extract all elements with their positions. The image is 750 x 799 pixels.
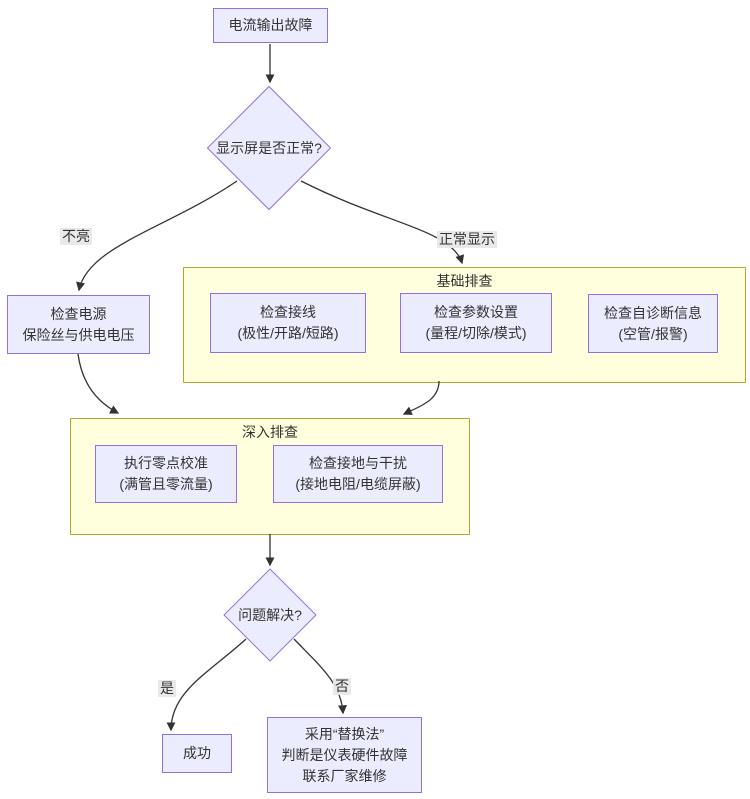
node-check-power-line2: 保险丝与供电电压 [22, 326, 135, 343]
node-check-params: 检查参数设置 (量程/切除/模式) [400, 293, 552, 353]
edge-label-yes: 是 [158, 680, 176, 697]
edge-display-to-basic [300, 180, 465, 265]
node-zero-calibration-line2: (满管且零流量) [119, 476, 213, 492]
node-replace-method-line2: 判断是仪表硬件故障 [281, 746, 408, 763]
edge-label-screen-normal: 正常显示 [437, 231, 497, 248]
node-check-selfdiag-line1: 检查自诊断信息 [604, 304, 702, 321]
node-replace-method-line1: 采用“替换法” [304, 725, 385, 742]
cluster-basic-title: 基础排查 [436, 273, 493, 289]
node-check-params-line2: (量程/切除/模式) [425, 325, 527, 341]
node-replace-method-line3: 联系厂家维修 [302, 767, 387, 784]
edge-solved-to-replace [293, 638, 348, 715]
edge-display-to-power [76, 180, 238, 292]
cluster-deep-title: 深入排查 [242, 424, 298, 440]
node-zero-calibration-line1: 执行零点校准 [124, 455, 208, 471]
edge-solved-to-success [166, 638, 247, 732]
decision-solved: 问题解决? [222, 568, 318, 662]
decision-display-label: 显示屏是否正常? [216, 140, 322, 156]
node-check-selfdiag: 检查自诊断信息 (空管/报警) [588, 294, 718, 353]
decision-display: 显示屏是否正常? [206, 85, 332, 211]
edge-power-to-deep [77, 353, 120, 414]
node-start: 电流输出故障 [213, 8, 328, 43]
node-check-wiring: 检查接线 (极性/开路/短路) [210, 293, 366, 353]
node-check-grounding-line2: (接地电阻/电缆屏蔽) [295, 476, 421, 492]
edge-label-screen-dark: 不亮 [60, 228, 92, 245]
edge-label-no: 否 [333, 678, 351, 695]
decision-solved-label: 问题解决? [238, 607, 302, 623]
node-check-wiring-line1: 检查接线 [260, 304, 316, 320]
node-success-label: 成功 [183, 745, 211, 761]
node-check-selfdiag-line2: (空管/报警) [618, 325, 688, 342]
node-check-power-line1: 检查电源 [50, 305, 107, 322]
node-start-label: 电流输出故障 [228, 17, 313, 33]
node-replace-method: 采用“替换法” 判断是仪表硬件故障 联系厂家维修 [267, 717, 422, 793]
node-zero-calibration: 执行零点校准 (满管且零流量) [95, 445, 237, 503]
node-success: 成功 [162, 734, 232, 773]
node-check-grounding: 检查接地与干扰 (接地电阻/电缆屏蔽) [273, 445, 443, 503]
node-check-power: 检查电源 保险丝与供电电压 [7, 295, 150, 354]
edge-basic-to-deep [402, 380, 440, 415]
node-check-params-line1: 检查参数设置 [434, 304, 518, 320]
node-check-grounding-line1: 检查接地与干扰 [309, 455, 407, 471]
node-check-wiring-line2: (极性/开路/短路) [237, 325, 339, 341]
